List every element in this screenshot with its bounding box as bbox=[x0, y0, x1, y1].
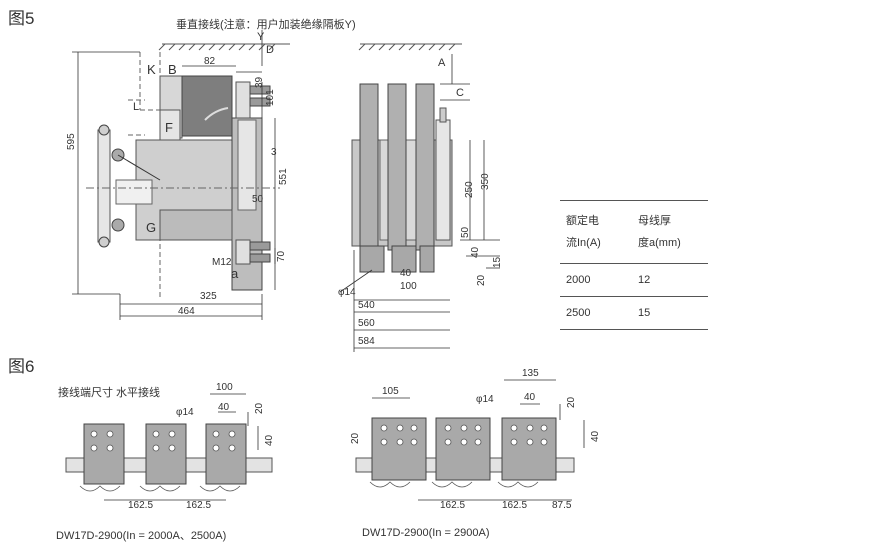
fig6-subtitle: 接线端尺寸 水平接线 bbox=[58, 387, 161, 399]
fig5-side-letter: M12 bbox=[212, 257, 232, 268]
fig5-side-dim: 595 bbox=[66, 133, 77, 150]
fig5-side-dim: 82 bbox=[204, 56, 216, 67]
fig5-side-dim: 39 bbox=[254, 76, 265, 88]
fig5-side-dim: 50 bbox=[252, 194, 264, 205]
fig5-side-letter: B bbox=[168, 62, 177, 77]
table-row: 2500 15 bbox=[560, 296, 708, 330]
fig5-front-dim: 20 bbox=[476, 274, 487, 286]
fig5-side-letter: D bbox=[266, 44, 274, 56]
table-cell-current: 2000 bbox=[566, 274, 591, 286]
fig5-front-dim: 40 bbox=[400, 268, 412, 279]
table-cell-thickness: 12 bbox=[638, 274, 651, 286]
fig5-side-letter: K bbox=[147, 62, 156, 77]
table-header-thickness: 母线厚度a(mm) bbox=[638, 215, 681, 249]
fig5-side-dim: 101 bbox=[265, 89, 276, 106]
fig5-side-letter: G bbox=[146, 220, 156, 235]
table-row: 2000 12 bbox=[560, 263, 708, 297]
fig5-side-letter: a bbox=[231, 266, 239, 281]
fig5-side-dim: 464 bbox=[178, 306, 195, 317]
table-cell-current: 2500 bbox=[566, 307, 591, 319]
fig5-front-letter: C bbox=[456, 87, 464, 99]
fig5-front-dim: 560 bbox=[358, 318, 375, 329]
rating-table: 额定电流In(A) 母线厚度a(mm) 2000 12 2500 15 bbox=[560, 200, 708, 330]
fig6-left-caption: DW17D-2900(In = 2000A、2500A) bbox=[56, 530, 227, 542]
fig6-right-caption: DW17D-2900(In = 2900A) bbox=[362, 527, 490, 539]
table-header-row: 额定电流In(A) 母线厚度a(mm) bbox=[560, 200, 708, 264]
fig5-side-letter: Y bbox=[257, 31, 265, 43]
fig5-front-dim: φ14 bbox=[338, 287, 356, 298]
fig5-front-dim: 350 bbox=[480, 173, 491, 190]
fig5-side-dim: 3 bbox=[271, 147, 277, 158]
fig5-note: 垂直接线(注意：用户加装绝缘隔板Y) bbox=[176, 19, 356, 31]
fig5-front-dim: 584 bbox=[358, 336, 375, 347]
fig5-label: 图5 bbox=[8, 9, 35, 28]
fig5-side-dim: 70 bbox=[276, 250, 287, 262]
table-cell-thickness: 15 bbox=[638, 307, 651, 319]
fig5-side-letter: L bbox=[133, 101, 139, 113]
fig5-side-letter: F bbox=[165, 120, 173, 135]
fig5-front-dim: 250 bbox=[464, 181, 475, 198]
fig5-side-dim: 551 bbox=[278, 168, 289, 185]
fig5-front-dim: 540 bbox=[358, 300, 375, 311]
fig5-front-letter: A bbox=[438, 57, 446, 69]
fig5-front-dim: 15 bbox=[492, 256, 503, 268]
fig5-side-dim: 325 bbox=[200, 291, 217, 302]
fig5-front-dim: 100 bbox=[400, 281, 417, 292]
table-header-current: 额定电流In(A) bbox=[566, 215, 601, 249]
fig5-front-dim: 40 bbox=[470, 246, 481, 258]
fig6-label: 图6 bbox=[8, 357, 35, 376]
fig5-front-dim: 50 bbox=[460, 226, 471, 238]
